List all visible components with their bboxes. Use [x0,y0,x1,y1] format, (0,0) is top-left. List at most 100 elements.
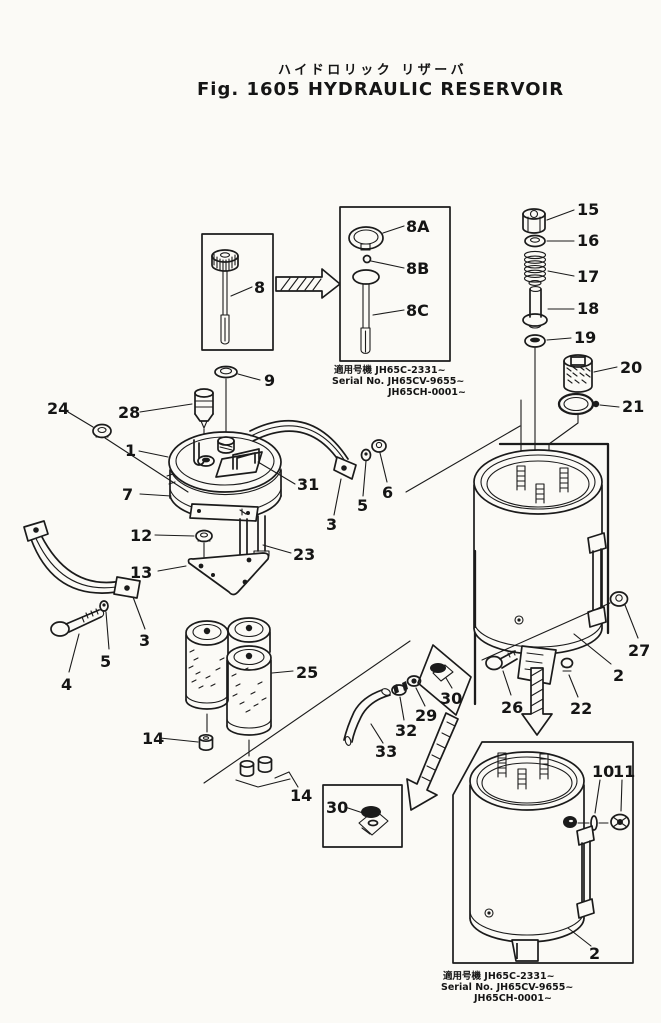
drain-plug-22 [560,657,574,672]
callout-6: 6 [382,483,393,502]
bolt-4 [50,608,105,637]
title-english: Fig. 1605 HYDRAULIC RESERVOIR [197,79,564,100]
tank-studs [516,465,569,504]
serial-note-bottom: 適用号機 JH65C-2331~ Serial No. JH65CV-9655~… [441,970,573,1004]
callout-5-right: 5 [357,496,368,515]
callout-4: 4 [61,675,72,694]
band-clamp-right: 3 5 6 [249,419,393,534]
callout-26: 26 [501,698,523,717]
drain-valve-30 [358,806,389,836]
callout-30-mid: 30 [440,689,462,708]
serial-applicable: 適用号機 JH65C-2331~ [443,970,555,982]
callout-11: 11 [613,762,635,781]
nut-12 [195,529,213,543]
strainer-and-clamp: 20 21 [548,354,644,479]
callout-10: 10 [592,762,614,781]
callout-3-right: 3 [326,515,337,534]
bolt-26 [485,650,518,671]
hatched-arrow-right-icon [275,268,341,299]
callout-2-main: 2 [613,666,624,685]
callout-frame [339,206,451,362]
sight-gauge [587,532,607,628]
hose-assembly: 30 29 32 33 [343,644,472,811]
callout-30-bottom: 30 [326,798,348,817]
serial-line2: JH65CH-0001~ [473,993,552,1004]
spacer-14-pair [239,755,273,778]
callout-28: 28 [118,403,140,422]
mount-plate-13 [187,552,270,596]
page-header: ハイドロリック リザーバ Fig. 1605 HYDRAULIC RESERVO… [197,63,564,100]
tank-studs-variant [497,752,549,790]
callout-15: 15 [577,200,599,219]
callout-8b: 8B [406,259,429,278]
callout-29: 29 [415,706,437,725]
callout-21: 21 [622,397,644,416]
hose-33 [343,688,391,746]
callout-8a: 8A [406,217,430,236]
callout-14-bottom: 14 [290,786,312,805]
washer-10 [590,815,598,831]
callout-16: 16 [577,231,599,250]
callout-22: 22 [570,699,592,718]
fitting-32 [391,681,408,696]
valve-callout-box: 30 [322,784,403,848]
callout-32: 32 [395,721,417,740]
callout-2-box: 2 [589,944,600,963]
callout-frame [322,784,403,848]
callout-14-left: 14 [142,729,164,748]
callout-12: 12 [130,526,152,545]
serial-applicable: 適用号機 JH65C-2331~ [334,364,446,376]
title-japanese: ハイドロリック リザーバ [278,63,467,78]
callout-8c: 8C [406,301,429,320]
tank-variant-callout-box: 10 11 2 [452,741,635,964]
callout-18: 18 [577,299,599,318]
filter-texture-2 [231,667,267,713]
callout-3-left: 3 [139,631,150,650]
callout-13: 13 [130,563,152,582]
hatched-arrow-down-icon [521,667,553,736]
leader-8 [230,286,253,297]
callout-1: 1 [125,441,136,460]
callout-5-left: 5 [100,652,111,671]
strainer-texture [566,366,591,384]
filter-elements: 25 14 14 [142,617,318,805]
callout-24: 24 [47,399,69,418]
valve-callout-frame [417,644,472,716]
dipstick-callout-box: 8 [201,233,274,351]
nut-27 [609,591,629,607]
callout-8: 8 [254,278,265,297]
callout-20: 20 [620,358,642,377]
filter-texture [188,649,225,689]
band-clamp-left: 3 4 5 [23,520,150,694]
construction-lines [203,425,521,784]
view-frame [498,442,610,635]
callout-25: 25 [296,663,318,682]
serial-line: Serial No. JH65CV-9655~ [332,376,464,387]
callout-7: 7 [122,485,133,504]
callout-31: 31 [297,475,319,494]
callout-17: 17 [577,267,599,286]
washer-5-left [99,600,109,612]
serial-line: Serial No. JH65CV-9655~ [441,982,573,993]
fitting-29 [406,675,422,687]
callout-27: 27 [628,641,650,660]
plug-11 [610,813,630,831]
callout-9: 9 [264,371,275,390]
serial-line2: JH65CH-0001~ [387,387,466,398]
hatched-arrow-down-left-icon [406,712,459,811]
spring-icon [523,250,547,286]
callout-19: 19 [574,328,596,347]
spacer-14-left [198,733,214,752]
main-tank-group: 27 26 22 2 [473,442,650,736]
callout-23: 23 [293,545,315,564]
callout-33: 33 [375,742,397,761]
side-port [563,816,577,828]
fastener-stack: 15 16 17 18 19 [520,200,599,471]
nut-6 [371,439,387,453]
nut-24 [92,423,112,439]
dipstick-exploded-callout-box: 8A 8B 8C [339,206,451,362]
washer-5-right [360,448,372,462]
serial-note-middle: 適用号機 JH65C-2331~ Serial No. JH65CV-9655~… [332,364,466,398]
